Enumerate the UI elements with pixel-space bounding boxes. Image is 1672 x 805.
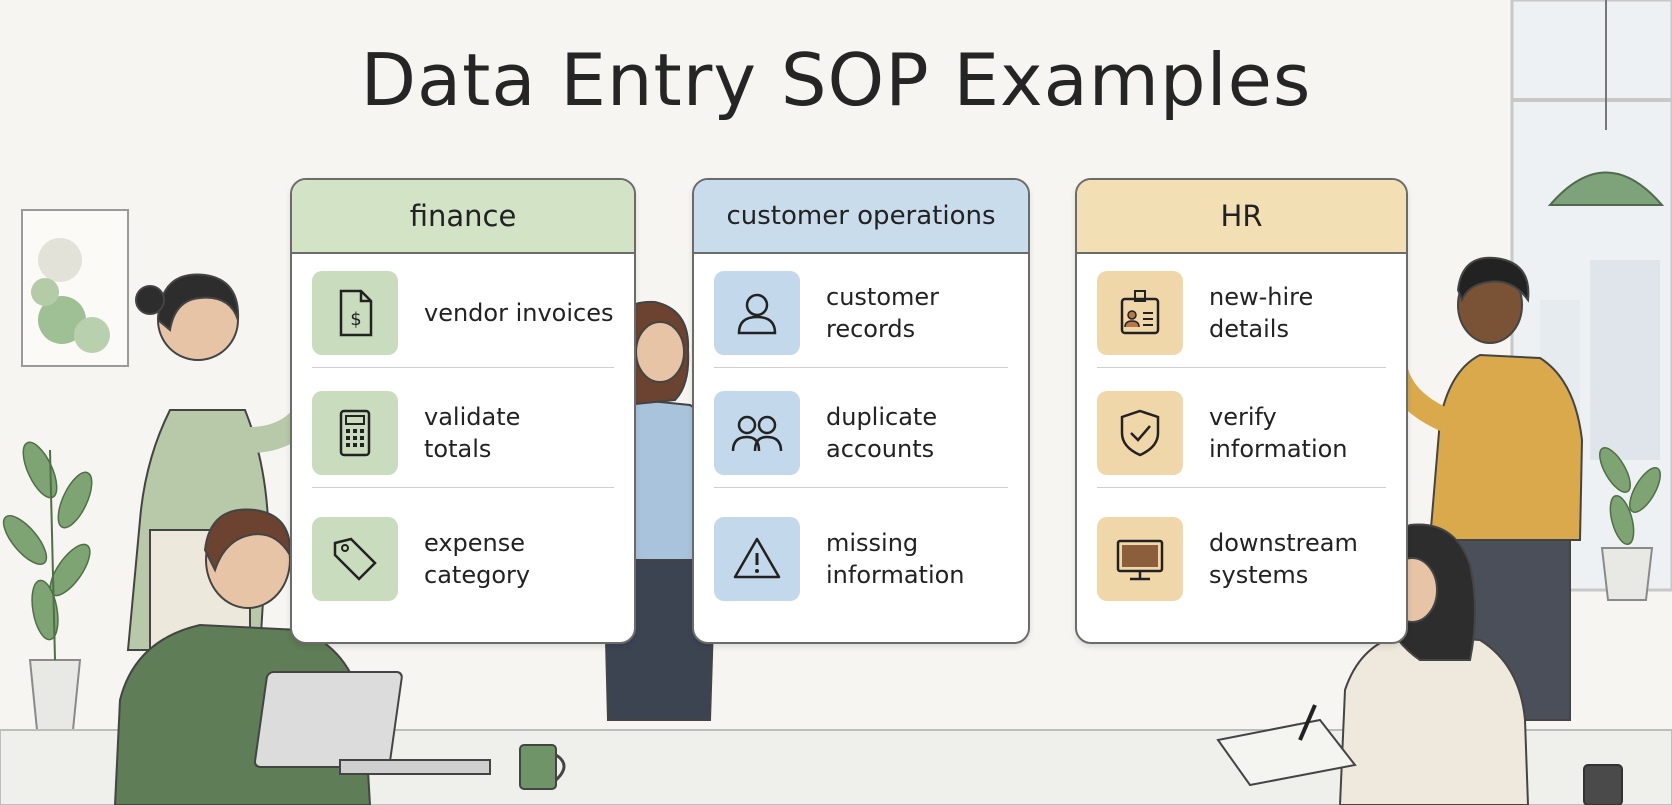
board-header-hr: HR <box>1077 180 1406 254</box>
svg-text:$: $ <box>350 309 361 330</box>
board-finance: finance $ vendor invoices validate total… <box>290 178 636 644</box>
board-header-finance: finance <box>292 180 634 254</box>
board-customer-operations: customer operations customer records dup… <box>692 178 1030 644</box>
item-label: expense category <box>424 529 531 589</box>
item-label: customer records <box>826 283 940 343</box>
board-header-customer-operations: customer operations <box>694 180 1028 254</box>
shield-check-icon <box>1097 391 1183 475</box>
two-people-icon <box>714 391 800 475</box>
board-hr: HR new-hire details verify information d… <box>1075 178 1408 644</box>
list-item: new-hire details <box>1097 258 1386 368</box>
calculator-icon <box>312 391 398 475</box>
item-label: duplicate accounts <box>826 403 938 463</box>
invoice-icon: $ <box>312 271 398 355</box>
item-label: missing information <box>826 529 965 589</box>
tag-icon <box>312 517 398 601</box>
list-item: validate totals <box>312 378 614 488</box>
item-label: downstream systems <box>1209 529 1358 589</box>
list-item: duplicate accounts <box>714 378 1008 488</box>
list-item: $ vendor invoices <box>312 258 614 368</box>
item-label: verify information <box>1209 403 1348 463</box>
page-title: Data Entry SOP Examples <box>360 38 1312 122</box>
item-label: new-hire details <box>1209 283 1314 343</box>
id-badge-icon <box>1097 271 1183 355</box>
monitor-icon <box>1097 517 1183 601</box>
list-item: customer records <box>714 258 1008 368</box>
list-item: expense category <box>312 504 614 614</box>
list-item: verify information <box>1097 378 1386 488</box>
person-icon <box>714 271 800 355</box>
list-item: downstream systems <box>1097 504 1386 614</box>
warning-icon <box>714 517 800 601</box>
list-item: missing information <box>714 504 1008 614</box>
item-label: vendor invoices <box>424 299 614 327</box>
item-label: validate totals <box>424 403 521 463</box>
